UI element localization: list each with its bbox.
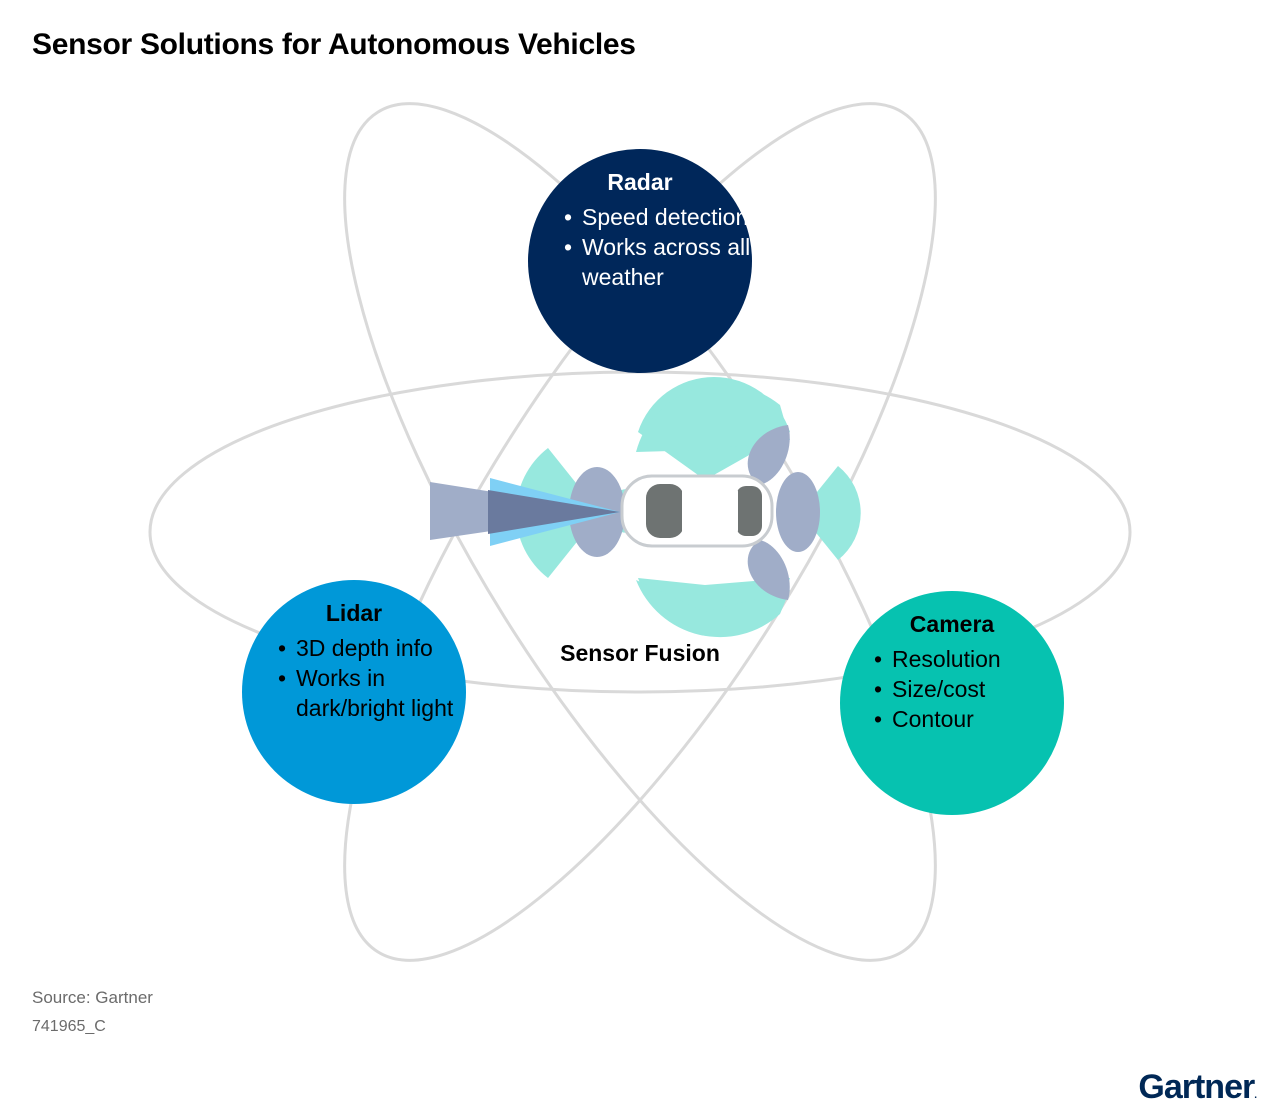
camera-list: Resolution Size/cost Contour: [874, 644, 1064, 734]
radar-item-weather: Works across all weather: [564, 232, 752, 292]
camera-item-size-cost: Size/cost: [874, 674, 1064, 704]
logo-text: Gartner: [1138, 1068, 1255, 1106]
radar-list: Speed detection Works across all weather: [564, 202, 752, 292]
car-windshield: [646, 484, 684, 538]
radar-node: Radar Speed detection Works across all w…: [528, 149, 752, 373]
lidar-title: Lidar: [325, 600, 383, 626]
car-icon: [620, 474, 774, 548]
lidar-list: 3D depth info Works in dark/bright light: [278, 633, 466, 723]
radar-zone-back: [776, 472, 820, 552]
logo-dot-icon: .: [1254, 1090, 1257, 1101]
page-title: Sensor Solutions for Autonomous Vehicles: [32, 28, 636, 61]
beam-dark: [488, 490, 620, 534]
lidar-node: Lidar 3D depth info Works in dark/bright…: [242, 580, 466, 804]
radar-zone-rear-right: [747, 540, 790, 600]
camera-zone-back: [800, 466, 861, 560]
radar-zone-rear-left: [747, 425, 790, 485]
camera-node: Camera Resolution Size/cost Contour: [840, 591, 1064, 815]
car-rear-window: [736, 486, 762, 536]
radar-title: Radar: [607, 169, 673, 195]
sensor-fusion-label: Sensor Fusion: [560, 640, 720, 666]
car-sensor-coverage: [430, 376, 861, 638]
car-roof: [682, 486, 738, 536]
camera-zone-rear-right: [636, 580, 790, 638]
camera-item-resolution: Resolution: [874, 644, 1064, 674]
camera-item-contour: Contour: [874, 704, 1064, 734]
camera-title: Camera: [909, 611, 995, 637]
source-note: Source: Gartner: [32, 988, 153, 1007]
radar-item-speed: Speed detection: [564, 202, 752, 232]
lidar-item-depth: 3D depth info: [278, 633, 466, 663]
gartner-logo: Gartner.: [1138, 1068, 1257, 1107]
figure-code: 741965_C: [32, 1018, 106, 1035]
camera-zone-rear-left: [636, 384, 790, 452]
lidar-item-light: Works in dark/bright light: [278, 663, 466, 723]
